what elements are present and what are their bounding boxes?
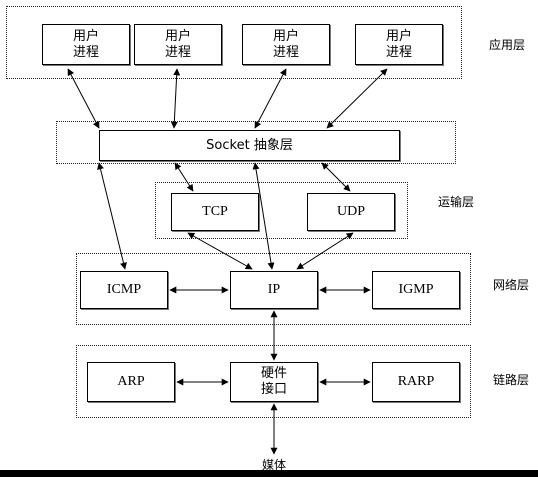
transport-layer-group: [155, 182, 408, 239]
socket-abstraction-box: Socket 抽象层: [99, 130, 400, 161]
network-layer-label: 网络层: [493, 278, 530, 292]
arrow-udp-ip: [296, 232, 354, 270]
arrow-socket-ip: [252, 162, 275, 270]
arrow-tcp-ip: [187, 232, 253, 270]
transport-layer-label: 运输层: [438, 195, 475, 209]
icmp-box: ICMP: [80, 271, 168, 309]
media-label: 媒体: [262, 458, 287, 472]
arrow-socket-udp: [321, 162, 351, 192]
arp-box: ARP: [87, 362, 175, 402]
bottom-border: [0, 470, 538, 477]
arrow-process1-socket: [67, 68, 100, 129]
user-process-box-4: 用户 进程: [355, 24, 443, 65]
arrow-socket-icmp: [97, 162, 127, 270]
application-layer-label: 应用层: [489, 38, 526, 52]
arrow-process4-socket: [326, 68, 388, 129]
arrow-process2-socket: [170, 68, 181, 129]
user-process-box-3: 用户 进程: [242, 24, 330, 65]
arrow-socket-tcp: [174, 162, 194, 192]
link-layer-label: 链路层: [493, 373, 530, 387]
user-process-box-2: 用户 进程: [134, 24, 222, 65]
rarp-box: RARP: [372, 362, 460, 402]
udp-box: UDP: [307, 193, 395, 231]
application-layer-group: [6, 6, 462, 79]
ip-box: IP: [230, 271, 318, 309]
arrow-process3-socket: [254, 68, 287, 129]
tcp-box: TCP: [171, 193, 259, 231]
hardware-interface-box: 硬件 接口: [230, 362, 318, 402]
user-process-box-1: 用户 进程: [42, 24, 130, 65]
igmp-box: IGMP: [372, 271, 460, 309]
